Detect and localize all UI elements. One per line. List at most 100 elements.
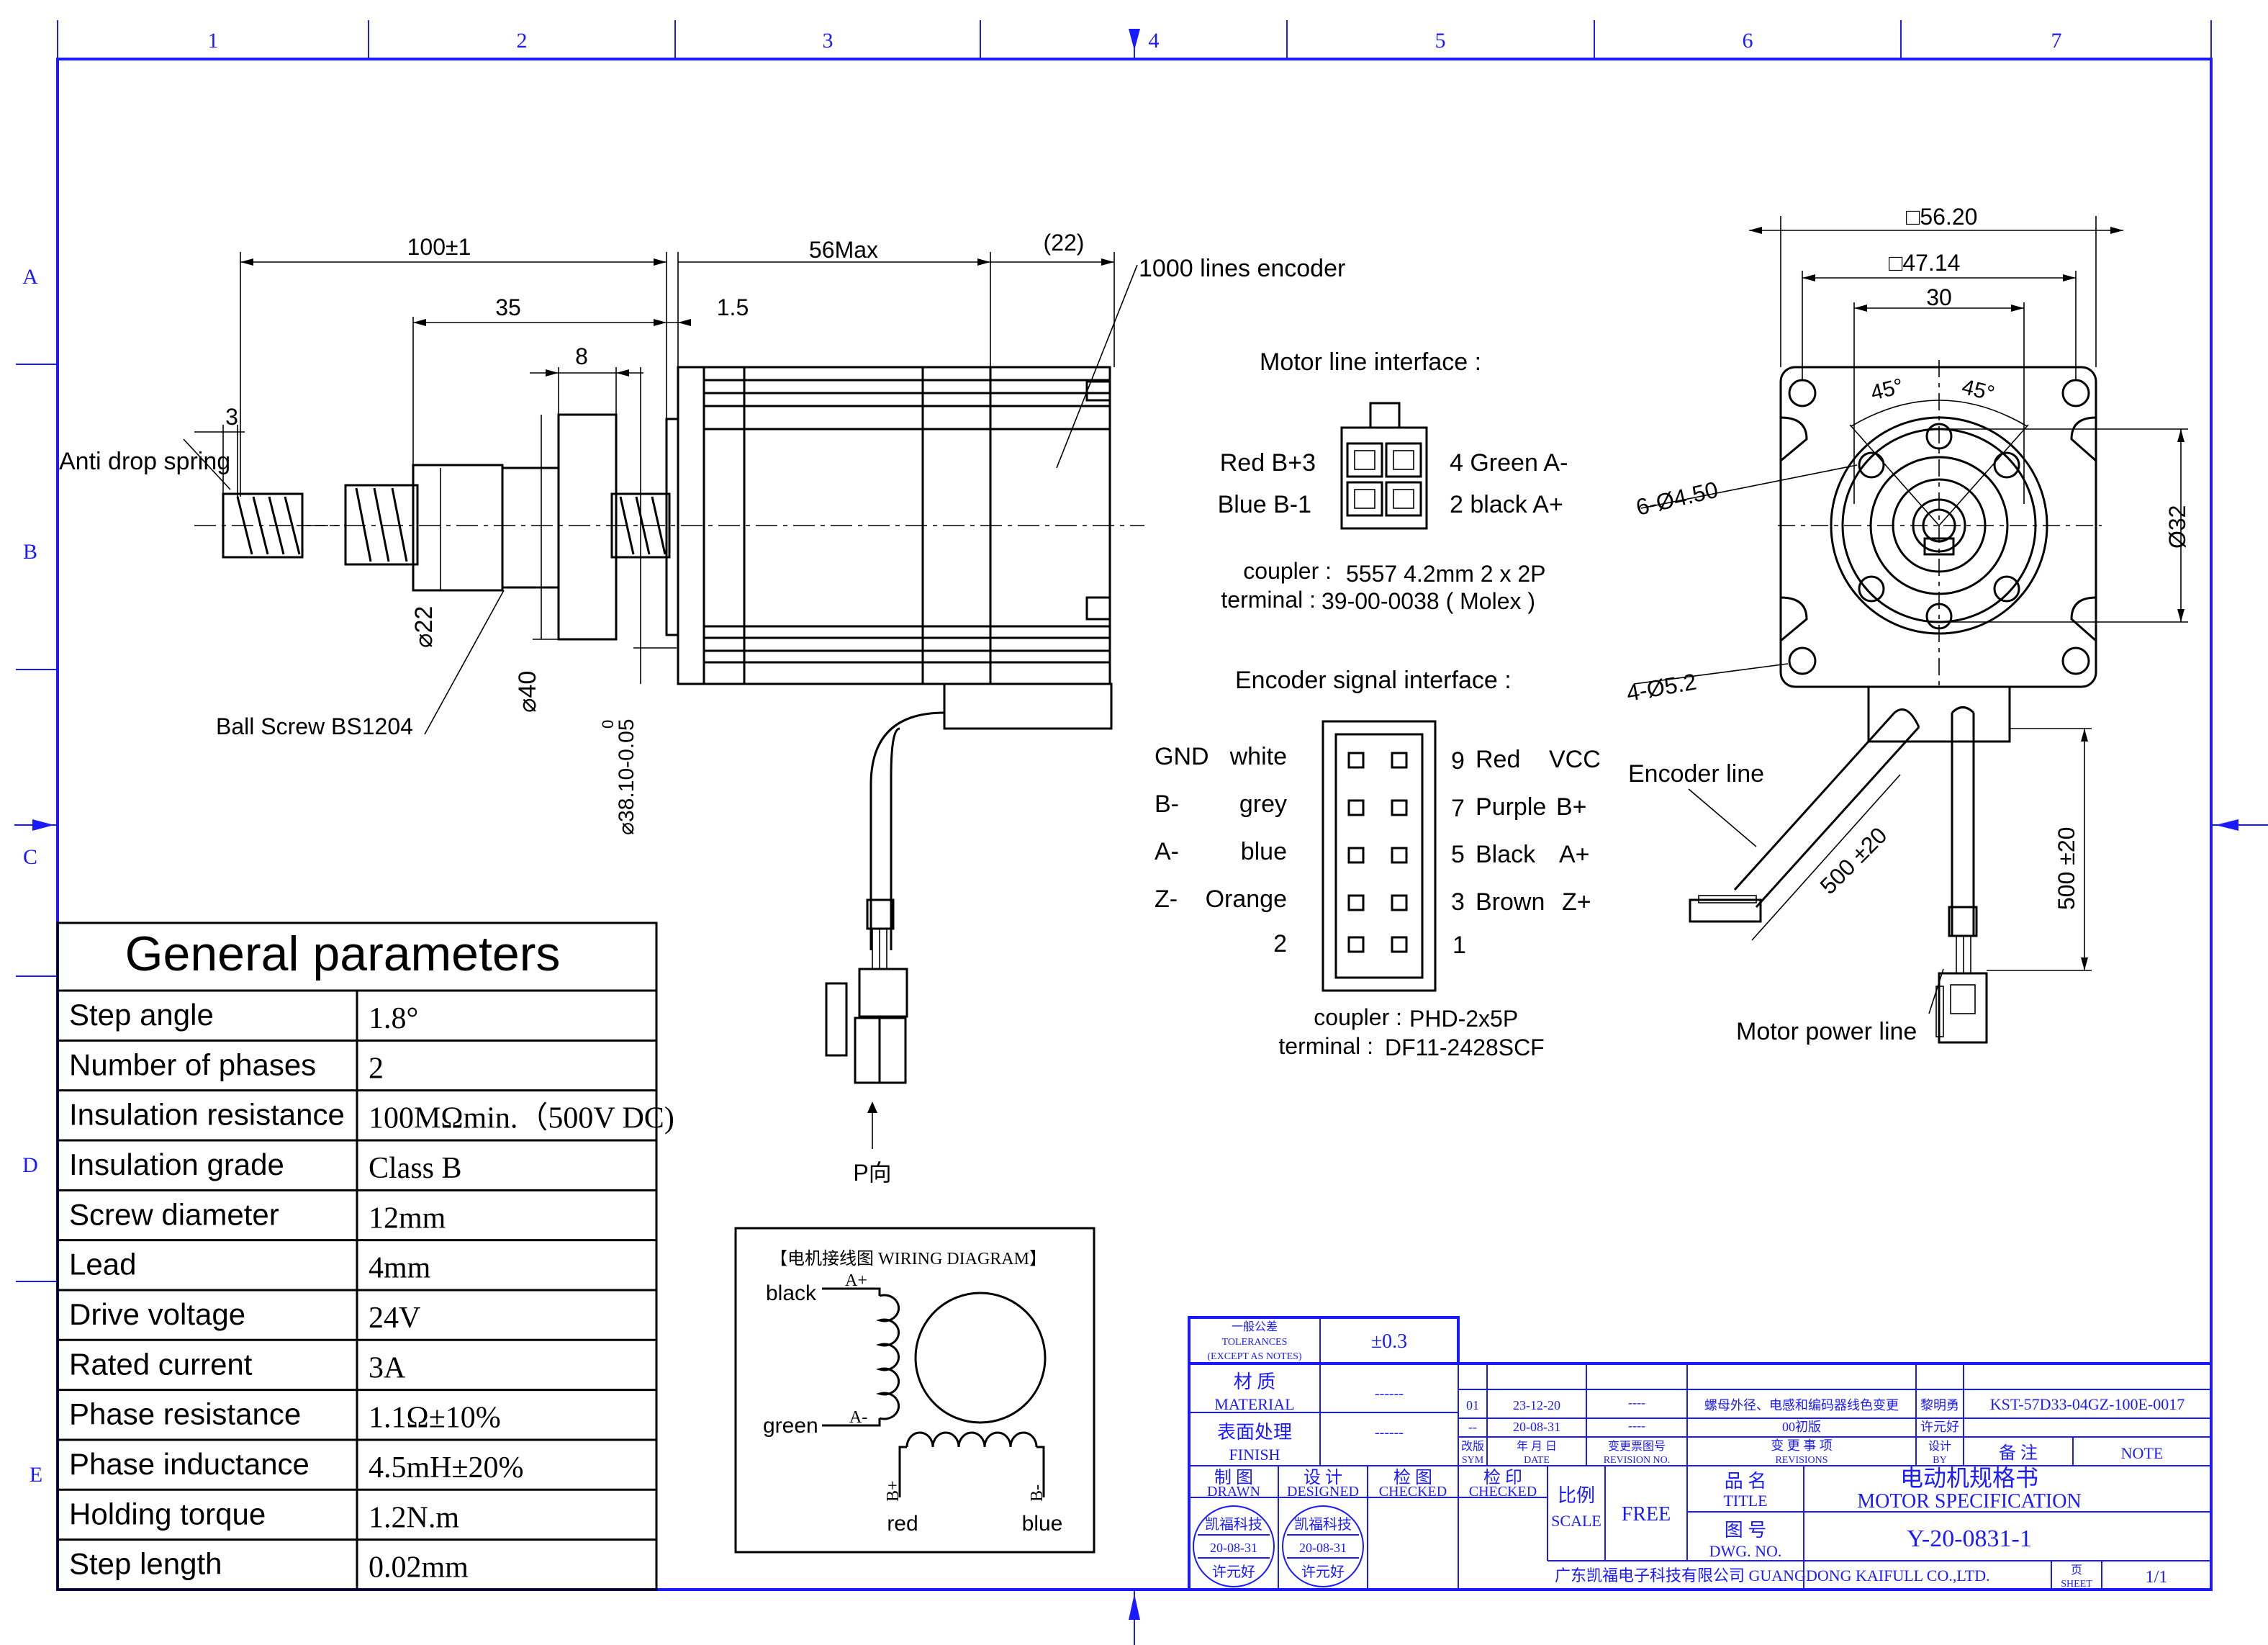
row-label: E xyxy=(30,1463,42,1487)
row-label: A xyxy=(22,265,38,289)
tol-en1: TOLERANCES xyxy=(1222,1337,1288,1348)
wire-black: black xyxy=(766,1281,817,1305)
wire-red: red xyxy=(887,1512,918,1536)
wire-b-plus: B+ xyxy=(884,1480,903,1502)
enc-right-sig: A+ xyxy=(1559,841,1590,868)
hdr-desc-cn: 变 更 事 项 xyxy=(1771,1438,1833,1453)
col-label: 2 xyxy=(517,29,528,53)
param-value: Class B xyxy=(369,1152,462,1185)
stamp-date: 20-08-31 xyxy=(1299,1541,1347,1555)
encoder-connector xyxy=(1322,720,1437,992)
title-block: 一般公差 TOLERANCES (EXCEPT AS NOTES) ±0.3 材… xyxy=(1188,1316,2213,1591)
enc-terminal-value: DF11-2428SCF xyxy=(1385,1035,1545,1060)
param-value: 4.5mH±20% xyxy=(369,1451,524,1484)
motor-pin-label: Blue B-1 xyxy=(1218,491,1311,518)
coil-b xyxy=(905,1431,1038,1448)
motor-coupler-label: coupler : xyxy=(1243,558,1332,584)
drawn-cn: 制 图 xyxy=(1214,1468,1253,1487)
dim-30-label: 30 xyxy=(1926,284,1952,310)
dia-38-tol-upper: 0 xyxy=(599,720,617,729)
side-cable xyxy=(825,682,1113,1149)
material-en: MATERIAL xyxy=(1214,1395,1294,1413)
anti-drop-label: Anti drop spring xyxy=(59,448,230,475)
note-cn: 备 注 xyxy=(1999,1443,2038,1463)
stamp-company: 凯福科技 xyxy=(1294,1516,1352,1533)
hdr-date-en: DATE xyxy=(1524,1455,1550,1466)
rev2-doc: ---- xyxy=(1628,1418,1645,1433)
wire-green: green xyxy=(763,1414,818,1438)
motor-coupler-value: 5557 4.2mm 2 x 2P xyxy=(1346,561,1545,587)
note-en: NOTE xyxy=(2121,1444,2164,1462)
drawing-frame: 1 2 3 4 5 6 7 A B C D E xyxy=(14,20,2268,1645)
sheet-cn: 页 xyxy=(2071,1564,2082,1577)
motor-terminal-value: 39-00-0038 ( Molex ) xyxy=(1322,588,1535,614)
param-name: Step length xyxy=(69,1547,222,1581)
holes-4-label: 4-Ø5.2 xyxy=(1625,668,1699,706)
motor-interface-title: Motor line interface : xyxy=(1260,348,1481,376)
enc-right-pin: 7 xyxy=(1451,795,1465,822)
title-cn: 品 名 xyxy=(1725,1471,1767,1492)
front-dimensions xyxy=(1633,216,2188,1014)
param-value: 1.8° xyxy=(369,1002,418,1035)
dia-38-label: ⌀38.10-0.05 xyxy=(615,718,638,835)
param-value: 0.02mm xyxy=(369,1551,469,1585)
encoder-line-label: Encoder line xyxy=(1628,760,1764,788)
param-value: 1.2N.m xyxy=(369,1501,459,1534)
company-name: 广东凯福电子科技有限公司 GUANGDONG KAIFULL CO.,LTD. xyxy=(1555,1567,1990,1585)
tol-value: ±0.3 xyxy=(1371,1330,1407,1353)
hdr-desc-en: REVISIONS xyxy=(1775,1455,1827,1466)
side-dimensions xyxy=(183,252,1138,735)
rev2-by: 许元好 xyxy=(1920,1420,1959,1434)
param-value: 2 xyxy=(369,1052,384,1085)
enc-left-sig: B- xyxy=(1155,790,1179,818)
material-value: ------ xyxy=(1375,1386,1404,1402)
hdr-sym: 改版 xyxy=(1461,1440,1484,1453)
hdr-date: 年 月 日 xyxy=(1517,1440,1557,1453)
angle-label: 45° xyxy=(1959,375,1997,406)
dim-35: 35 xyxy=(495,294,521,320)
param-value: 100MΩmin.（500V DC) xyxy=(369,1102,674,1135)
dim-22: (22) xyxy=(1044,230,1085,256)
motor-body xyxy=(194,366,1144,685)
hdr-rev-en: REVISION NO. xyxy=(1604,1455,1671,1466)
parameters-table: General parameters xyxy=(56,921,658,1591)
wire-a-minus: A- xyxy=(849,1408,867,1427)
motor-pin-label: 4 Green A- xyxy=(1450,449,1568,477)
title-value-en: MOTOR SPECIFICATION xyxy=(1857,1490,2081,1513)
dia-40-label: ⌀40 xyxy=(514,671,541,713)
stamp-designed: 凯福科技 20-08-31 许元好 xyxy=(1282,1505,1364,1587)
scale-value: FREE xyxy=(1622,1503,1671,1525)
param-name: Screw diameter xyxy=(69,1197,279,1231)
checked2-cn: 检 印 xyxy=(1483,1468,1522,1487)
checked2-en: CHECKED xyxy=(1469,1484,1537,1500)
front-view: □56.20 □47.14 30 45° 45° 6-Ø4.50 4-Ø5.2 … xyxy=(1625,204,2190,1045)
col-label: 3 xyxy=(823,29,833,53)
enc-left-color: blue xyxy=(1241,838,1287,865)
dwg-cn: 图 号 xyxy=(1725,1520,1767,1541)
rev2-date: 20-08-31 xyxy=(1513,1420,1560,1434)
len2-label: 500 ±20 xyxy=(2054,827,2079,910)
param-value: 12mm xyxy=(369,1202,446,1235)
ball-screw-label: Ball Screw BS1204 xyxy=(216,713,413,739)
screw-thread xyxy=(222,484,671,566)
enc-coupler-value: PHD-2x5P xyxy=(1409,1006,1518,1032)
rev2-desc: 00初版 xyxy=(1782,1420,1821,1434)
col-label: 6 xyxy=(1743,29,1753,53)
enc-left-color: white xyxy=(1229,743,1287,770)
enc-left-color: Orange xyxy=(1206,885,1287,913)
param-value: 24V xyxy=(369,1302,420,1335)
enc-right-pin: 3 xyxy=(1451,888,1465,916)
sq-inner-label: □47.14 xyxy=(1889,250,1960,276)
param-name: Step angle xyxy=(69,998,214,1032)
stamp-drawn: 凯福科技 20-08-31 许元好 xyxy=(1193,1505,1275,1587)
dim-3: 3 xyxy=(225,404,238,430)
param-value: 3A xyxy=(369,1351,406,1384)
enc-right-pin: 9 xyxy=(1451,747,1465,775)
param-name: Lead xyxy=(69,1248,136,1281)
dwg-en: DWG. NO. xyxy=(1709,1542,1782,1560)
p-direction-label: P向 xyxy=(853,1160,891,1186)
col-label: 5 xyxy=(1435,29,1446,53)
nut-flange xyxy=(557,413,618,641)
